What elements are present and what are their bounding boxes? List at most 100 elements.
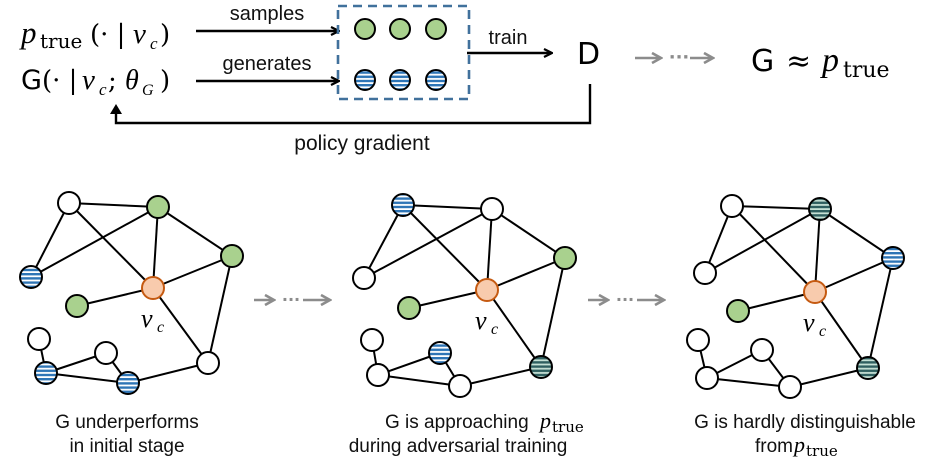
- sample-box: [336, 4, 471, 101]
- caption-math-symbol: p: [792, 432, 805, 457]
- graph-node-white: [750, 338, 774, 362]
- result-op: ≈: [786, 44, 811, 79]
- real-sample-node: [389, 18, 411, 40]
- graph-edge: [363, 208, 493, 279]
- caption-graph-1: G underperforms in initial stage: [55, 412, 199, 457]
- center-node: [141, 276, 165, 300]
- center-node-label-sub: c: [491, 321, 498, 338]
- policy-gradient-label: policy gradient: [294, 132, 430, 155]
- p-true-symbol: p: [19, 15, 37, 50]
- graph-edge: [152, 287, 209, 364]
- graph-edge: [704, 205, 733, 274]
- graph-node-green: [397, 296, 421, 320]
- generator-param-sub: G: [142, 82, 154, 99]
- graph-node-green: [220, 244, 244, 268]
- ellipsis: ···: [282, 290, 300, 309]
- graph-node-blue-striped: [391, 193, 415, 217]
- graph-node-blue-striped: [881, 246, 905, 270]
- graph-edge: [867, 257, 894, 369]
- graph-edge: [704, 208, 821, 274]
- discriminator-label: D: [577, 37, 600, 72]
- center-node: [803, 280, 827, 304]
- graph-edge: [157, 206, 233, 257]
- graph-edge: [402, 204, 493, 210]
- p-true-var: v: [133, 18, 146, 50]
- generated-sample-node: [425, 69, 447, 91]
- graph-edge: [68, 202, 159, 208]
- graph-node-white: [366, 363, 390, 387]
- caption-line-1: G underperforms: [55, 412, 199, 433]
- generator-formula: G (· | v c ; θ G ): [21, 64, 170, 99]
- generated-sample-node: [354, 69, 376, 91]
- graph-edge: [363, 204, 404, 279]
- caption-graph-3: G is hardly distinguishable from p true: [694, 412, 916, 460]
- caption-line-2: from: [755, 436, 793, 457]
- sample-dots: [354, 18, 447, 91]
- p-true-formula: p true (· | v c ): [19, 15, 170, 53]
- center-node-label-sub: c: [819, 323, 826, 340]
- caption-math-subscript: true: [552, 418, 584, 436]
- generated-sample-node: [389, 69, 411, 91]
- graph-node-white: [480, 197, 504, 221]
- graph-edge: [814, 208, 821, 293]
- graph-edge: [402, 204, 488, 291]
- graph-edge: [706, 377, 791, 388]
- result-rhs-subscript: true: [843, 58, 890, 83]
- real-sample-node: [354, 18, 376, 40]
- caption-math-symbol: p: [538, 408, 551, 433]
- generates-label: generates: [223, 53, 312, 75]
- graph-node-white: [693, 261, 717, 285]
- p-true-var-sub: c: [150, 34, 158, 53]
- graph-edge: [152, 206, 159, 289]
- graph-node-green: [726, 299, 750, 323]
- graph-edge: [127, 362, 209, 384]
- ellipsis: ···: [669, 47, 690, 68]
- caption-line-2: during adversarial training: [349, 436, 568, 457]
- graph-node-white: [57, 191, 81, 215]
- top-transition-arrow: ···: [635, 47, 712, 68]
- graph-node-white: [94, 341, 118, 365]
- graph-edge: [491, 208, 566, 259]
- graph-node-blue-striped: [428, 341, 452, 365]
- result-formula: G ≈ p true: [751, 42, 890, 83]
- graph-edge: [76, 287, 154, 307]
- generator-args: (· |: [42, 66, 77, 96]
- graph-edge: [45, 372, 129, 384]
- graph-edge: [731, 205, 816, 293]
- real-sample-node: [425, 18, 447, 40]
- ellipsis: ···: [616, 290, 634, 309]
- caption-line-1: G is hardly distinguishable: [694, 412, 916, 433]
- graph-node-blue-striped: [116, 371, 140, 395]
- train-label: train: [489, 27, 528, 49]
- graph-node-blue-striped: [19, 265, 43, 289]
- generator-var-sub: c: [99, 80, 107, 99]
- generator-symbol: G: [21, 65, 42, 96]
- p-true-subscript: true: [40, 29, 82, 53]
- transition-arrow-1: ···: [254, 290, 329, 309]
- generator-sep: ;: [108, 66, 117, 96]
- graph-edge: [486, 208, 493, 291]
- transition-arrow-2: ···: [588, 290, 663, 309]
- graph-edge: [408, 289, 488, 309]
- graph-node-white: [27, 327, 51, 351]
- center-node-label-sub: c: [157, 319, 164, 336]
- generator-close: ): [160, 66, 170, 96]
- caption-graph-2: G is approaching p true during adversari…: [349, 408, 584, 457]
- result-lhs: G: [751, 44, 774, 79]
- center-node: [475, 278, 499, 302]
- graph-edge: [30, 206, 159, 278]
- graph-node-green: [146, 195, 170, 219]
- graph-edge: [486, 257, 566, 291]
- graph-node-green: [553, 246, 577, 270]
- policy-gradient-arrowhead: [110, 104, 122, 114]
- graph-edge: [152, 255, 233, 289]
- center-node-label: v: [803, 308, 815, 337]
- generator-var: v: [82, 64, 95, 96]
- graph-node-white: [686, 328, 710, 352]
- graph-edge: [540, 257, 566, 368]
- graph-edge: [459, 366, 542, 387]
